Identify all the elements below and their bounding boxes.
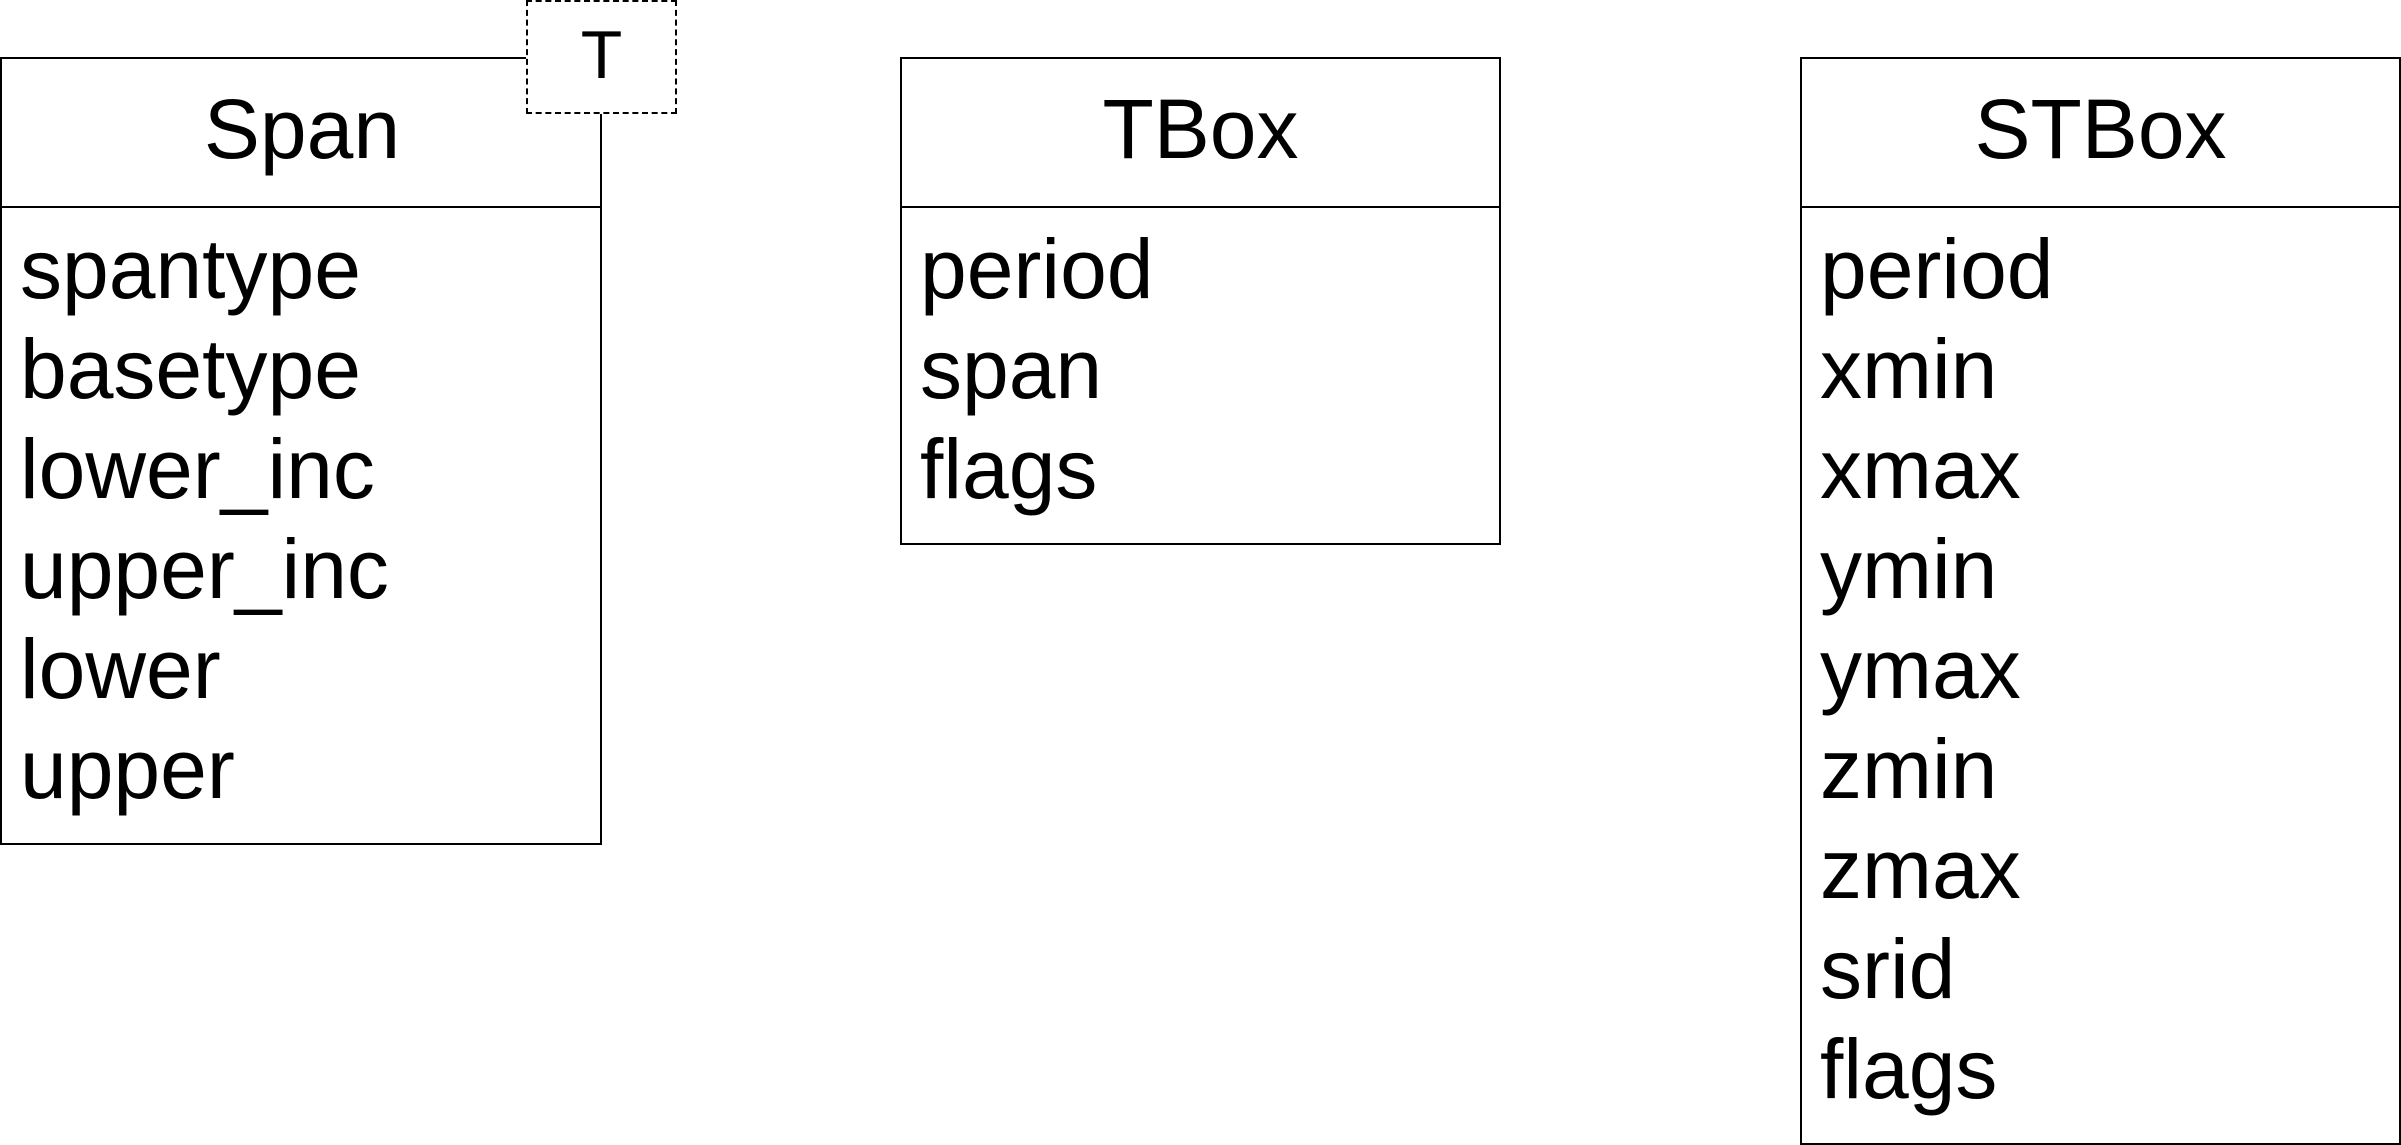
template-parameter-box: T xyxy=(526,0,677,114)
class-tbox-attributes: period span flags xyxy=(902,219,1499,519)
attribute: flags xyxy=(920,422,1098,516)
class-tbox: TBox period span flags xyxy=(900,57,1501,545)
attribute: zmin xyxy=(1820,722,1998,816)
class-span-right-border xyxy=(600,113,602,845)
attribute: basetype xyxy=(20,322,361,416)
class-span: Span spantype basetype lower_inc upper_i… xyxy=(0,57,602,845)
class-span-divider xyxy=(2,206,602,208)
attribute: lower_inc xyxy=(20,422,375,516)
class-stbox-title: STBox xyxy=(1974,82,2227,176)
attribute: upper_inc xyxy=(20,522,389,616)
attribute: ymin xyxy=(1820,522,1998,616)
class-tbox-divider xyxy=(902,206,1499,208)
attribute: lower xyxy=(20,622,221,716)
class-stbox-attributes: period xmin xmax ymin ymax zmin zmax sri… xyxy=(1802,219,2399,1119)
class-stbox-divider xyxy=(1802,206,2399,208)
attribute: ymax xyxy=(1820,622,2021,716)
attribute: upper xyxy=(20,722,235,816)
class-span-top-border xyxy=(0,57,527,59)
attribute: spantype xyxy=(20,222,361,316)
class-span-title: Span xyxy=(203,82,401,176)
class-tbox-title: TBox xyxy=(1102,82,1299,176)
class-stbox: STBox period xmin xmax ymin ymax zmin zm… xyxy=(1800,57,2401,1145)
attribute: flags xyxy=(1820,1022,1998,1116)
attribute: period xyxy=(920,222,1154,316)
attribute: span xyxy=(920,322,1103,416)
attribute: xmax xyxy=(1820,422,2021,516)
attribute: xmin xyxy=(1820,322,1998,416)
attribute: srid xyxy=(1820,922,1956,1016)
attribute: period xyxy=(1820,222,2054,316)
attribute: zmax xyxy=(1820,822,2021,916)
class-span-attributes: spantype basetype lower_inc upper_inc lo… xyxy=(2,219,602,819)
